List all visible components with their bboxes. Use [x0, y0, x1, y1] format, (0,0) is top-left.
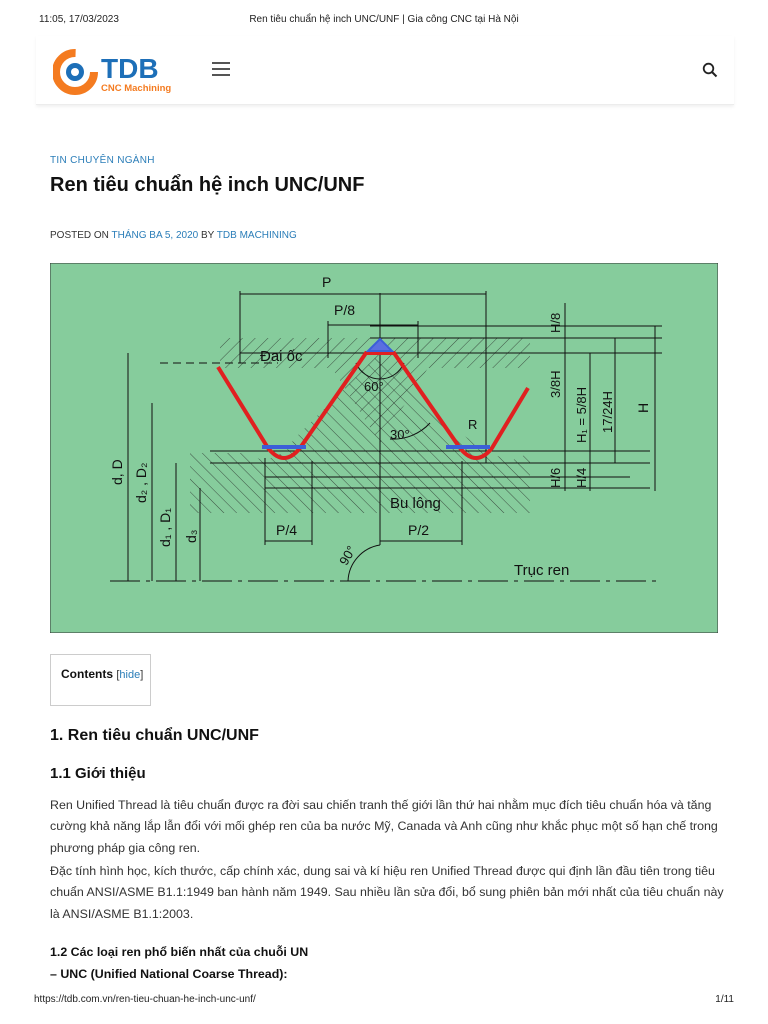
tdb-logo[interactable]: TDB CNC Machining	[53, 48, 181, 96]
label-p2: P/2	[408, 522, 429, 538]
label-h: H	[635, 403, 651, 413]
label-d2-D2: d₂ , D₂	[133, 463, 149, 503]
hamburger-icon[interactable]	[212, 62, 230, 76]
label-30deg: 30°	[390, 427, 410, 442]
toc-title: Contents	[61, 667, 113, 681]
table-of-contents: Contents [hide]	[50, 654, 151, 706]
logo-brand: TDB	[101, 53, 159, 84]
unc-list-item: – UNC (Unified National Coarse Thread):	[50, 967, 288, 981]
label-axis: Trục ren	[514, 562, 569, 579]
label-h4: H/4	[574, 468, 589, 488]
article-category-link[interactable]: TIN CHUYÊN NGÀNH	[50, 155, 155, 166]
logo-ring-icon	[53, 49, 98, 95]
label-d3: d₃	[183, 530, 199, 544]
toc-hide-link[interactable]: hide	[119, 669, 141, 681]
logo-tagline: CNC Machining	[101, 83, 171, 94]
label-h1: H₁ = 5/8H	[574, 387, 589, 443]
print-timestamp: 11:05, 17/03/2023	[39, 14, 119, 25]
article-title: Ren tiêu chuẩn hệ inch UNC/UNF	[50, 174, 365, 196]
search-icon[interactable]	[702, 62, 718, 78]
section-heading-1-1: 1.1 Giới thiệu	[50, 765, 146, 782]
label-p: P	[322, 274, 331, 290]
thread-profile-line	[216, 351, 530, 460]
posted-on-label: POSTED ON	[50, 230, 109, 241]
post-meta: POSTED ON THÁNG BA 5, 2020 BY TDB MACHIN…	[50, 230, 297, 241]
by-label: BY	[201, 230, 215, 241]
label-nut: Đai ốc	[260, 348, 303, 365]
label-17-24h: 17/24H	[600, 391, 615, 433]
label-h6: H/6	[548, 468, 563, 488]
intro-paragraph-1: Ren Unified Thread là tiêu chuẩn được ra…	[50, 798, 718, 855]
label-r: R	[468, 417, 477, 432]
site-header: TDB CNC Machining	[36, 36, 734, 105]
section-heading-1-2: 1.2 Các loại ren phổ biến nhất của chuỗi…	[50, 945, 309, 959]
post-date-link[interactable]: THÁNG BA 5, 2020	[111, 230, 199, 241]
label-3-8h: 3/8H	[548, 371, 563, 398]
intro-paragraph-2: Đặc tính hình học, kích thước, cấp chính…	[50, 864, 724, 921]
label-d-D: d, D	[109, 459, 125, 485]
print-page-title: Ren tiêu chuẩn hệ inch UNC/UNF | Gia côn…	[249, 14, 519, 25]
label-h8: H/8	[548, 313, 563, 333]
bolt-hatch	[190, 353, 530, 513]
label-p4: P/4	[276, 522, 297, 538]
label-p8: P/8	[334, 302, 355, 318]
print-page-number: 1/11	[715, 994, 734, 1005]
section-heading-1: 1. Ren tiêu chuẩn UNC/UNF	[50, 727, 259, 744]
label-bolt: Bu lông	[390, 495, 441, 512]
print-url: https://tdb.com.vn/ren-tieu-chuan-he-inc…	[34, 994, 256, 1005]
label-60deg: 60°	[364, 379, 384, 394]
label-d1-D1: d₁ , D₁	[157, 508, 173, 547]
thread-profile-diagram: P P/8 Đai ốc 60° 30° R Bu lông P/4 P/2 9…	[50, 263, 718, 633]
author-link[interactable]: TDB MACHINING	[216, 230, 297, 241]
